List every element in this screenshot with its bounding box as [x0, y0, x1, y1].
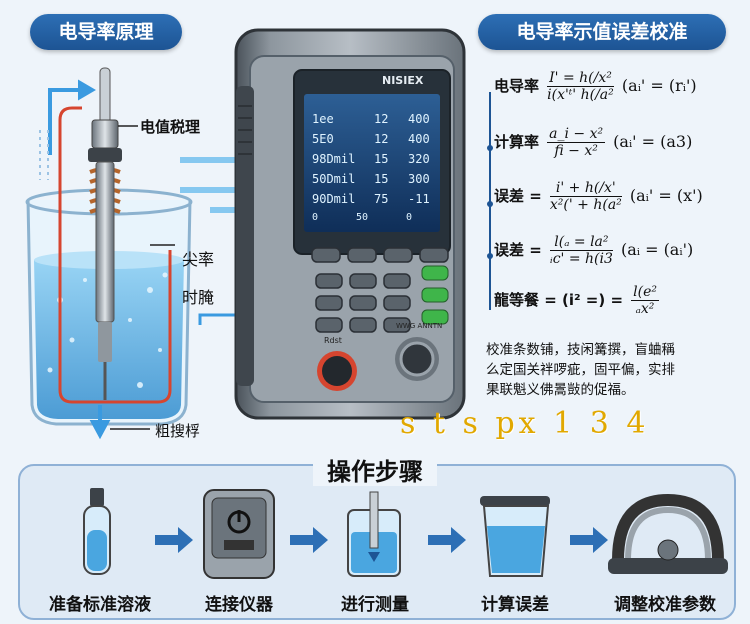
cup-icon	[480, 496, 550, 577]
description: 校准条数铺，技闲篝撰，盲蛐稱 么定国关袢啰疵，固平偏，实排 果联魁义佛暠敱的促福…	[486, 340, 736, 400]
description-line: 校准条数铺，技闲篝撰，盲蛐稱	[486, 342, 675, 358]
formula-bracket	[487, 92, 493, 310]
left-title: 电导率原理	[30, 14, 182, 50]
knob-left-label: Rdst	[324, 336, 342, 345]
side-label-1: 尖率	[182, 250, 215, 269]
beaker-icon	[347, 491, 401, 577]
step-label-3: 进行测量	[341, 595, 409, 615]
right-title: 电导率示值误差校准	[478, 14, 726, 50]
description-line: 果联魁义佛暠敱的促福。	[486, 382, 635, 398]
side-label-2: 时腌	[182, 288, 215, 307]
device-brand: NISIEX	[382, 74, 424, 87]
step-label-4: 计算误差	[481, 595, 549, 615]
step-label-1: 准备标准溶液	[49, 595, 151, 615]
description-line: 么定国关袢啰疵，固平偏，实排	[486, 362, 675, 378]
formula-3: 误差 = i' + h(/x'x²(' + h(a² (aᵢ' = (x')	[494, 180, 703, 213]
steps-illustrations	[83, 488, 728, 579]
steps-title: 操作步骤	[0, 452, 750, 487]
step-label-2: 连接仪器	[205, 595, 273, 615]
gauge-icon	[608, 493, 728, 574]
probe-label: 电值税理	[140, 118, 201, 136]
test-tube-icon	[83, 488, 111, 575]
right-knob[interactable]	[395, 337, 439, 381]
left-knob[interactable]	[317, 351, 357, 391]
watermark: s t s px 1 3 4	[400, 406, 650, 441]
bottom-label: 粗搜桴	[155, 422, 201, 440]
step-label-5: 调整校准参数	[614, 595, 716, 615]
knob-right-label: WWG ANNTN	[396, 322, 443, 330]
beaker-illustration	[25, 67, 193, 440]
instrument-icon	[203, 489, 275, 579]
